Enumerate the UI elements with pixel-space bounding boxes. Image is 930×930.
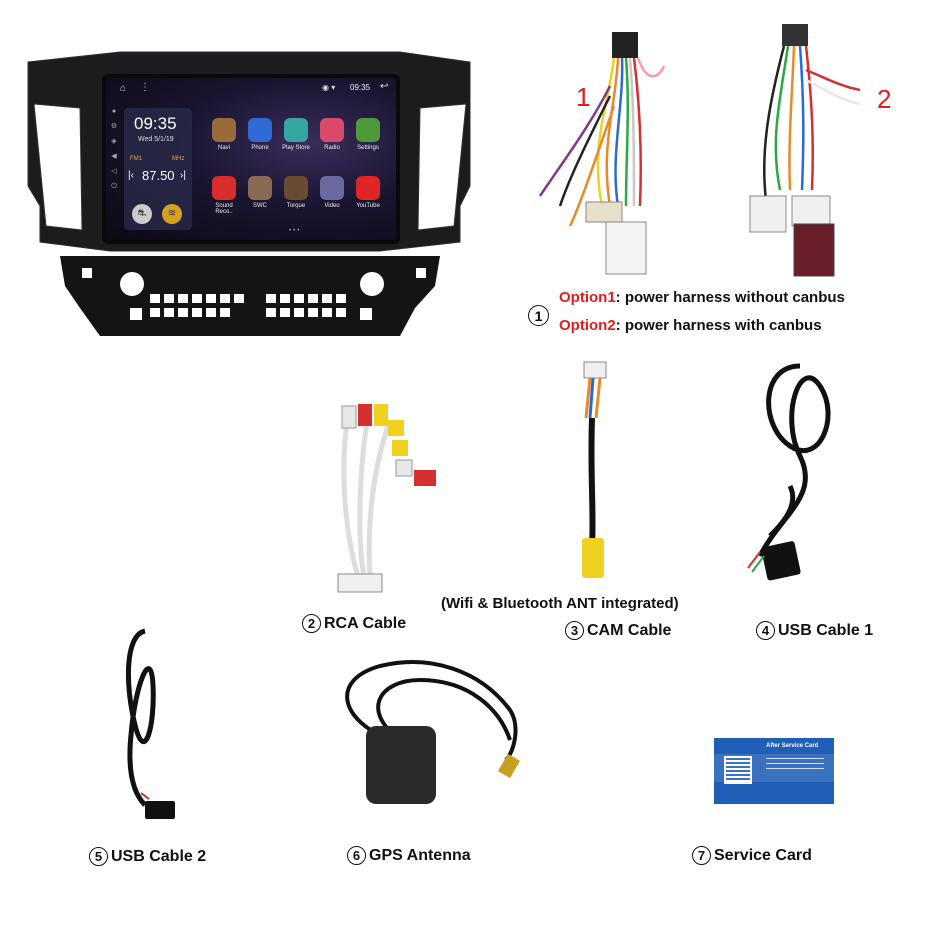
gps-status-icon: ◉ ▾ bbox=[322, 83, 336, 92]
option2-line: Option2: power harness with canbus bbox=[559, 317, 822, 334]
app-label: Phone bbox=[251, 145, 269, 151]
app-label: Video bbox=[324, 203, 340, 209]
back-icon[interactable]: ↩ bbox=[380, 81, 389, 92]
app-label: Radio bbox=[324, 145, 340, 151]
app-label: YouTube bbox=[356, 203, 380, 209]
option1-text: : power harness without canbus bbox=[615, 289, 845, 306]
clock-date: Wed 5/1/19 bbox=[138, 136, 174, 143]
gps-text: GPS Antenna bbox=[369, 846, 471, 864]
equalizer-icon[interactable]: ≋ bbox=[162, 204, 182, 224]
usb-cable-2-image bbox=[105, 625, 185, 825]
android-screen[interactable]: ⌂ ⋮ ◉ ▾ 09:35 ↩ ● ⚙ ◈ ◀ ◁ ⏻ 09:35 Wed 5/… bbox=[106, 78, 396, 240]
option-circle: 1 bbox=[528, 305, 552, 326]
settings-icon bbox=[356, 118, 380, 142]
usb2-text: USB Cable 2 bbox=[111, 847, 207, 865]
usb2-number: 5 bbox=[89, 847, 108, 866]
option1-label: Option1 bbox=[559, 289, 616, 306]
qr-code-icon bbox=[724, 756, 752, 784]
app-navi[interactable]: Navi bbox=[206, 118, 242, 151]
cam-text: CAM Cable bbox=[587, 621, 672, 639]
app-youtube[interactable]: YouTube bbox=[350, 176, 386, 209]
status-time: 09:35 bbox=[350, 83, 371, 92]
harness-number-2: 2 bbox=[877, 84, 892, 114]
usb1-text: USB Cable 1 bbox=[778, 621, 874, 639]
app-sound-recorder[interactable]: Sound Reco.. bbox=[206, 176, 242, 215]
option-circle-number: 1 bbox=[528, 305, 549, 326]
radio-unit: MHz bbox=[172, 156, 185, 162]
radio-frequency: 87.50 bbox=[142, 168, 175, 183]
video-icon bbox=[320, 176, 344, 200]
rca-text: RCA Cable bbox=[324, 614, 407, 632]
app-settings[interactable]: Settings bbox=[350, 118, 386, 151]
app-label: Navi bbox=[217, 145, 230, 151]
radio-next-icon[interactable]: ›| bbox=[180, 170, 186, 181]
radio-prev-icon[interactable]: |‹ bbox=[128, 170, 134, 181]
gps-number: 6 bbox=[347, 846, 366, 865]
harness-1-image bbox=[530, 26, 670, 276]
settings-nav-icon[interactable]: ⚙ bbox=[110, 123, 118, 130]
app-label: Sound Reco.. bbox=[215, 203, 233, 215]
app-label: Settings bbox=[357, 145, 379, 151]
clock-radio-widget[interactable]: 09:35 Wed 5/1/19 FM1 MHz |‹ 87.50 ›| ⛐ ≋ bbox=[124, 108, 192, 230]
steering-wheel-icon bbox=[248, 176, 272, 200]
clock-time: 09:35 bbox=[134, 114, 177, 133]
harness-2-image bbox=[740, 20, 870, 280]
card-text: Service Card bbox=[714, 846, 812, 864]
usb-cable-1-image bbox=[740, 356, 850, 586]
option2-text: : power harness with canbus bbox=[615, 317, 822, 334]
app-radio[interactable]: Radio bbox=[314, 118, 350, 151]
rca-number: 2 bbox=[302, 614, 321, 633]
sound-recorder-icon bbox=[212, 176, 236, 200]
cam-cable-image bbox=[560, 358, 630, 588]
play-store-icon bbox=[284, 118, 308, 142]
card-strip bbox=[714, 754, 834, 782]
location-icon[interactable]: ◈ bbox=[111, 138, 117, 145]
radio-icon bbox=[320, 118, 344, 142]
app-label: Play Store bbox=[282, 145, 310, 151]
gps-antenna-image bbox=[320, 650, 540, 820]
cam-number: 3 bbox=[565, 621, 584, 640]
app-video[interactable]: Video bbox=[314, 176, 350, 209]
cam-note: (Wifi & Bluetooth ANT integrated) bbox=[441, 595, 679, 612]
volume-down-icon[interactable]: ◁ bbox=[111, 168, 117, 175]
torque-icon bbox=[284, 176, 308, 200]
volume-up-icon[interactable]: ◀ bbox=[111, 153, 117, 160]
phone-icon bbox=[248, 118, 272, 142]
rca-cable-image bbox=[318, 396, 448, 596]
page-indicator: ••• bbox=[289, 228, 302, 234]
car-icon[interactable]: ⛐ bbox=[132, 204, 152, 224]
radio-band: FM1 bbox=[130, 156, 142, 162]
app-phone[interactable]: Phone bbox=[242, 118, 278, 151]
usb1-number: 4 bbox=[756, 621, 775, 640]
youtube-icon bbox=[356, 176, 380, 200]
harness-number-1: 1 bbox=[576, 82, 591, 112]
side-nav: ● ⚙ ◈ ◀ ◁ ⏻ bbox=[108, 104, 120, 224]
app-label: SWC bbox=[253, 203, 267, 209]
option2-label: Option2 bbox=[559, 317, 616, 334]
card-text-lines bbox=[766, 758, 824, 772]
service-card-image: After Service Card bbox=[714, 738, 834, 804]
service-card-title: After Service Card bbox=[766, 743, 819, 749]
card-number: 7 bbox=[692, 846, 711, 865]
status-bar: ⌂ ⋮ ◉ ▾ 09:35 ↩ bbox=[106, 78, 396, 98]
home-icon[interactable]: ⌂ bbox=[120, 83, 127, 94]
navi-icon bbox=[212, 118, 236, 142]
app-play-store[interactable]: Play Store bbox=[278, 118, 314, 151]
mic-icon[interactable]: ● bbox=[111, 108, 117, 115]
menu-icon[interactable]: ⋮ bbox=[140, 82, 150, 93]
app-torque[interactable]: Torque bbox=[278, 176, 314, 209]
option1-line: Option1: power harness without canbus bbox=[559, 289, 845, 306]
app-label: Torque bbox=[286, 203, 306, 209]
app-swc[interactable]: SWC bbox=[242, 176, 278, 209]
power-icon[interactable]: ⏻ bbox=[111, 183, 117, 190]
